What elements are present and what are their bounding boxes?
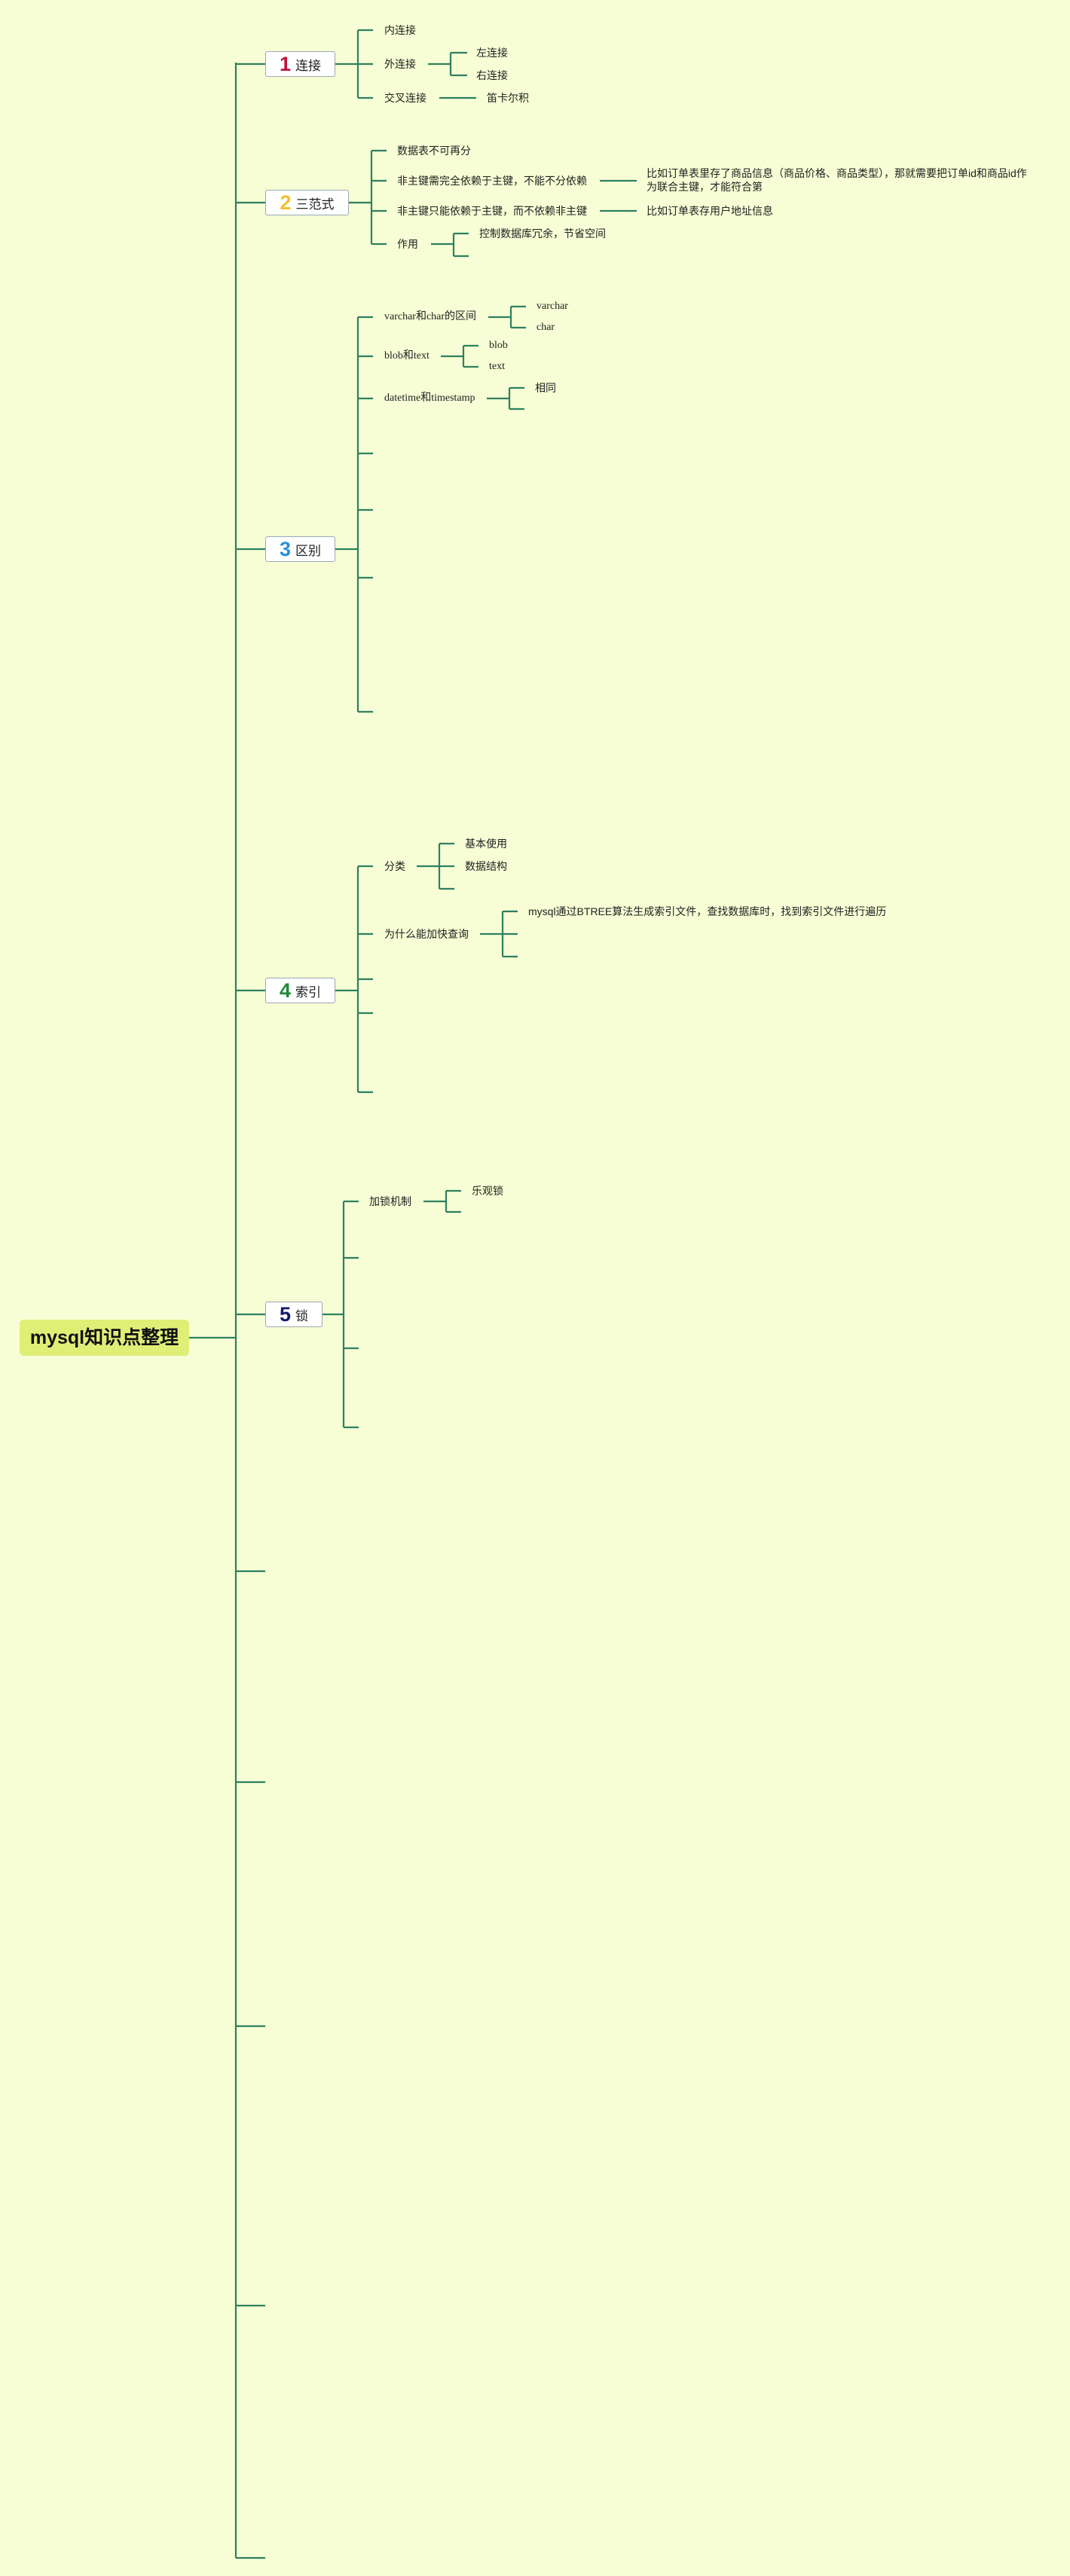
node-purpose[interactable]: 作用 — [397, 238, 418, 250]
topic-label: 三范式 — [295, 197, 335, 212]
node-btree-explanation[interactable]: mysql通过BTREE算法生成索引文件，查找数据库时，找到索引文件进行遍历 — [528, 905, 887, 917]
node-same[interactable]: 相同 — [535, 382, 556, 394]
node-basic-usage[interactable]: 基本使用 — [465, 838, 507, 850]
topic-number: 3 — [279, 538, 292, 560]
node-inner-join[interactable]: 内连接 — [384, 24, 416, 36]
topic-number: 4 — [279, 979, 292, 1002]
node-text[interactable]: text — [489, 361, 505, 372]
node-cartesian-product[interactable]: 笛卡尔积 — [487, 92, 529, 104]
node-nf3-example[interactable]: 比如订单表存用户地址信息 — [647, 205, 773, 217]
node-char[interactable]: char — [537, 322, 555, 333]
topic-label: 连接 — [295, 58, 322, 73]
node-why-faster[interactable]: 为什么能加快查询 — [384, 928, 469, 940]
node-nf1[interactable]: 数据表不可再分 — [397, 145, 471, 157]
topic-2-node[interactable]: 2 三范式 — [265, 190, 349, 215]
node-datetime-vs-timestamp[interactable]: datetime和timestamp — [384, 392, 475, 404]
node-left-join[interactable]: 左连接 — [476, 47, 508, 59]
topic-label: 锁 — [295, 1308, 309, 1323]
node-purpose-detail[interactable]: 控制数据库冗余，节省空间 — [479, 227, 606, 240]
node-right-join[interactable]: 右连接 — [476, 69, 508, 81]
node-cross-join[interactable]: 交叉连接 — [384, 92, 426, 104]
node-nf2-example[interactable]: 比如订单表里存了商品信息（商品价格、商品类型），那就需要把订单id和商品id作为… — [647, 167, 1027, 193]
node-blob-vs-text[interactable]: blob和text — [384, 350, 430, 362]
root-topic[interactable]: mysql知识点整理 — [20, 1320, 189, 1356]
node-lock-mechanism[interactable]: 加锁机制 — [369, 1195, 411, 1207]
topic-1-node[interactable]: 1 连接 — [265, 51, 335, 77]
topic-label: 索引 — [295, 984, 322, 1000]
node-varchar[interactable]: varchar — [537, 301, 568, 312]
node-nf2[interactable]: 非主键需完全依赖于主键，不能不分依赖 — [397, 175, 587, 187]
topic-number: 1 — [279, 53, 292, 75]
topic-number: 2 — [280, 191, 292, 214]
topic-number: 5 — [279, 1303, 292, 1326]
topic-label: 区别 — [295, 543, 322, 558]
node-data-structure[interactable]: 数据结构 — [465, 860, 507, 872]
node-nf3[interactable]: 非主键只能依赖于主键，而不依赖非主键 — [397, 205, 587, 217]
node-category[interactable]: 分类 — [384, 860, 405, 872]
topic-5-node[interactable]: 5 锁 — [265, 1302, 323, 1327]
node-blob[interactable]: blob — [489, 340, 508, 351]
node-optimistic-lock[interactable]: 乐观锁 — [472, 1185, 503, 1197]
node-varchar-vs-char[interactable]: varchar和char的区间 — [384, 311, 477, 322]
topic-4-node[interactable]: 4 索引 — [265, 978, 335, 1003]
node-outer-join[interactable]: 外连接 — [384, 58, 416, 70]
topic-3-node[interactable]: 3 区别 — [265, 536, 335, 562]
